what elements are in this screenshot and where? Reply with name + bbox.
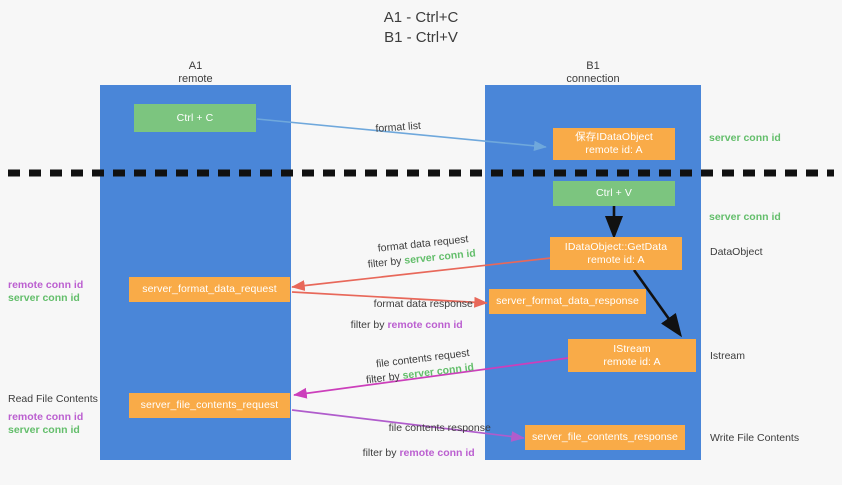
right-label-server-conn-id-mid: server conn id [709,211,781,223]
arrow-file-contents-request [293,357,569,399]
arrow-format-list [256,118,547,151]
box-server-file-contents-response-label: server_file_contents_response [532,431,678,443]
box-ctrl-v[interactable]: Ctrl + V [553,181,675,206]
box-istream-line1: IStream [613,342,651,355]
page-title: A1 - Ctrl+C B1 - Ctrl+V [383,9,459,46]
left-label-remote-conn-id-lower: remote conn id [8,411,84,423]
filter-value-server-conn-id: server conn id [401,361,475,382]
filter-prefix: filter by [350,319,388,331]
lane-header-a1: A1 remote [178,60,213,85]
box-server-file-contents-response[interactable]: server_file_contents_response [525,425,685,450]
arrow-format-data-response [291,291,488,308]
filter-value-remote-conn-id: remote conn id [387,319,463,331]
box-ctrl-v-label: Ctrl + V [595,187,633,199]
box-idataobject-getdata[interactable]: IDataObject::GetData remote id: A [550,237,682,270]
left-label-remote-conn-id-upper: remote conn id [8,279,84,291]
box-server-file-contents-request[interactable]: server_file_contents_request [129,393,290,418]
label-format-data-response-filter: filter by remote conn id [339,306,463,345]
box-server-format-data-response-label: server_format_data_response [496,295,639,307]
box-save-idataobject-line2: remote id: A [585,144,643,156]
label-file-contents-response-text: file contents response [388,422,491,434]
filter-prefix: filter by [362,447,400,459]
label-file-contents-response: file contents response [377,409,491,448]
box-server-format-data-request[interactable]: server_format_data_request [129,277,290,302]
box-server-format-data-response[interactable]: server_format_data_response [489,289,646,314]
label-format-data-response: format data response [362,285,473,324]
box-server-format-data-request-label: server_format_data_request [142,283,277,295]
left-label-server-conn-id-lower: server conn id [8,424,80,436]
label-file-contents-response-filter: filter by remote conn id [351,434,475,473]
box-ctrl-c-label: Ctrl + C [176,111,214,124]
lane-header-b1: B1 connection [566,60,620,85]
left-label-server-conn-id-upper: server conn id [8,292,80,304]
right-label-server-conn-id-top: server conn id [709,132,781,144]
right-label-dataobject: DataObject [710,246,763,258]
box-getdata-line1: IDataObject::GetData [564,240,668,253]
arrow-getdata-to-istream [632,269,683,338]
box-getdata-line2: remote id: A [587,253,645,266]
box-save-idataobject-line1: 保存IDataObject [575,131,653,143]
right-label-write-file-contents: Write File Contents [710,432,800,444]
label-format-data-response-text: format data response [373,298,473,310]
filter-value-remote-conn-id: remote conn id [399,447,475,459]
arrow-file-contents-response [291,409,525,442]
box-istream[interactable]: IStream remote id: A [568,339,696,372]
filter-value-server-conn-id: server conn id [403,247,477,267]
right-label-istream: Istream [710,350,746,362]
box-ctrl-c[interactable]: Ctrl + C [134,104,256,132]
box-istream-line2: remote id: A [603,355,661,368]
filter-prefix: filter by [365,369,404,387]
box-save-idataobject[interactable]: 保存IDataObject remote id: A [553,128,675,160]
arrow-format-data-request [291,257,552,291]
left-label-read-file-contents: Read File Contents [8,393,98,405]
filter-prefix: filter by [367,254,405,271]
box-server-file-contents-request-label: server_file_contents_request [140,399,279,411]
